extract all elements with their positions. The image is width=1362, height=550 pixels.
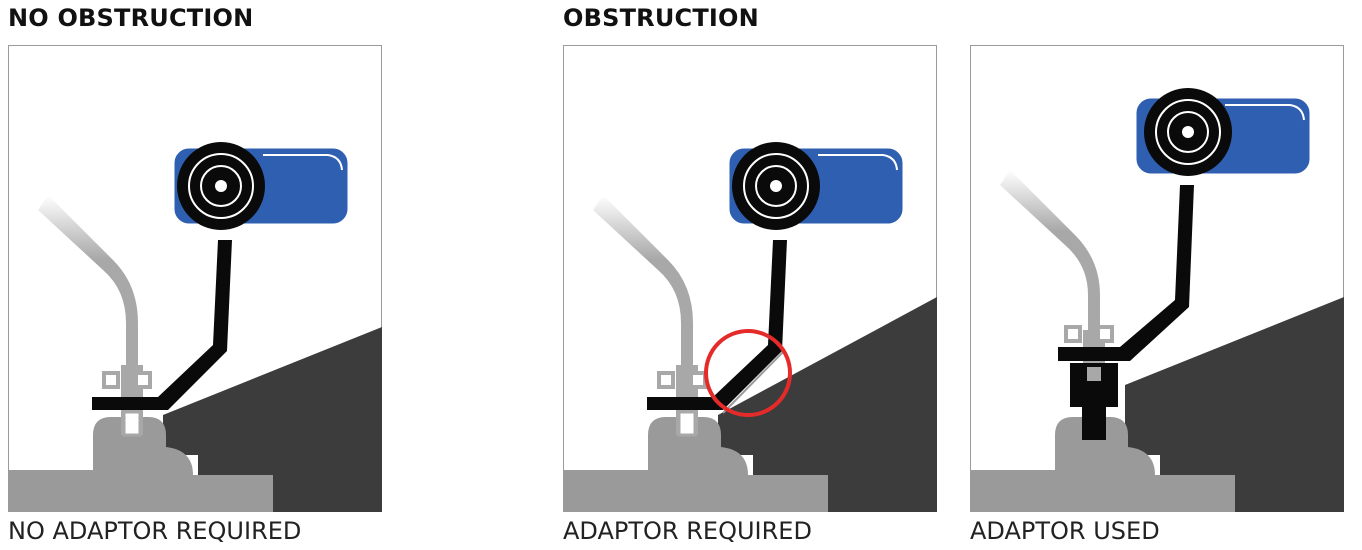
obstruction-shape [1125,297,1344,512]
diagram-no-adaptor [8,45,382,512]
valve-nut-left [102,371,120,389]
caption-adaptor-required: ADAPTOR REQUIRED [563,517,812,545]
sensor-bracket [1058,185,1194,361]
obstruction-highlight-circle [704,329,792,417]
valve-nut-left [657,371,675,389]
clash-line [722,349,786,414]
valve-stem [38,195,138,380]
sensor-bracket [647,240,787,410]
valve-hole [677,410,697,437]
caption-adaptor-used: ADAPTOR USED [970,517,1160,545]
sensor-bracket [92,240,232,410]
valve-stem [593,195,693,380]
valve-adaptor [1070,363,1118,440]
panel-adaptor-used [970,45,1344,512]
diagram-adaptor-used [970,45,1344,512]
wheel-rim [563,417,828,512]
obstruction-shape [163,327,382,512]
panel-adaptor-required [563,45,937,512]
valve-nut-right [134,371,152,389]
obstruction-shape [718,297,937,512]
wheel-rim [8,417,273,512]
diagram-adaptor-required [563,45,937,512]
panel-no-obstruction [8,45,382,512]
caption-no-adaptor-required: NO ADAPTOR REQUIRED [8,517,302,545]
valve-hole [122,410,142,437]
heading-obstruction: OBSTRUCTION [563,4,759,32]
valve-nut-left [1064,325,1082,343]
valve-stem [1000,170,1100,345]
heading-no-obstruction: NO OBSTRUCTION [8,4,254,32]
valve-nut-right [1096,325,1114,343]
wheel-rim [970,417,1235,512]
valve-nut-right [689,371,707,389]
